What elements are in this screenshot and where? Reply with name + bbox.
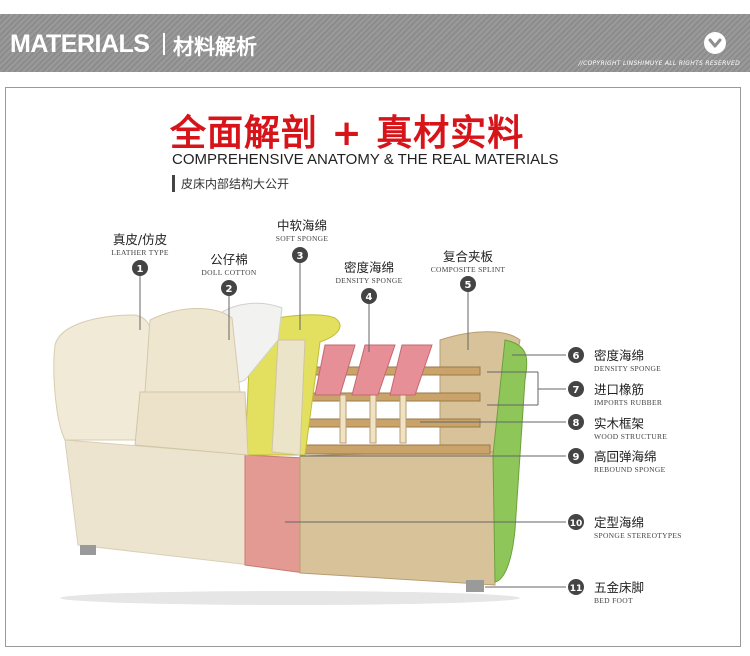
main-title: 全面解剖 + 真材实料 xyxy=(170,113,525,154)
chevron-down-icon[interactable] xyxy=(704,32,726,54)
callout-marker-8 xyxy=(568,414,584,430)
part-label-density-sponge: 密度海绵 DENSITY SPONGE xyxy=(335,260,403,285)
callout-number: 10 xyxy=(570,519,583,529)
callout-marker-6 xyxy=(568,347,584,363)
chinese-subtitle: 皮床内部结构大公开 xyxy=(172,175,289,192)
callout-number: 3 xyxy=(297,251,304,262)
header-copyright: //COPYRIGHT LINSHIMUYE ALL RIGHTS RESERV… xyxy=(578,60,740,67)
callout-number: 11 xyxy=(570,584,583,594)
content-frame xyxy=(5,87,741,647)
header-title: MATERIALS xyxy=(10,30,150,58)
part-label-bed-foot: 五金床脚 BED FOOT xyxy=(594,580,645,605)
header-divider xyxy=(163,33,165,55)
header-subtitle: 材料解析 xyxy=(173,34,257,59)
callout-number: 2 xyxy=(226,284,233,295)
callout-marker-5 xyxy=(460,276,476,292)
callout-number: 1 xyxy=(137,264,144,275)
part-label-composite-splint: 复合夹板 COMPOSITE SPLINT xyxy=(430,249,506,274)
callout-number: 9 xyxy=(573,452,580,463)
part-label-imports-rubber: 进口橡筋 IMPORTS RUBBER xyxy=(594,382,663,407)
callout-number: 6 xyxy=(573,351,580,362)
callout-marker-7 xyxy=(568,381,584,397)
callout-marker-9 xyxy=(568,448,584,464)
part-label-density-sponge-right: 密度海绵 DENSITY SPONGE xyxy=(594,348,662,373)
callout-marker-11 xyxy=(568,579,584,595)
header-bar: MATERIALS 材料解析 //COPYRIGHT LINSHIMUYE AL… xyxy=(0,14,750,72)
callout-marker-2 xyxy=(221,280,237,296)
callout-number: 8 xyxy=(573,418,580,429)
callout-markers xyxy=(132,247,584,595)
callout-number: 7 xyxy=(573,385,580,396)
callout-number: 5 xyxy=(465,280,472,291)
callout-marker-3 xyxy=(292,247,308,263)
callout-marker-4 xyxy=(361,288,377,304)
callout-marker-10 xyxy=(568,514,584,530)
callout-number: 4 xyxy=(366,292,373,303)
part-label-rebound-sponge: 高回弹海绵 REBOUND SPONGE xyxy=(594,449,666,474)
part-label-leather: 真皮/仿皮 LEATHER TYPE xyxy=(111,232,169,257)
part-label-soft-sponge: 中软海绵 SOFT SPONGE xyxy=(275,218,329,243)
part-label-wood-structure: 实木框架 WOOD STRUCTURE xyxy=(594,416,668,441)
english-subtitle: COMPREHENSIVE ANATOMY & THE REAL MATERIA… xyxy=(172,151,559,168)
part-label-sponge-stereotypes: 定型海绵 SPONGE STEREOTYPES xyxy=(594,515,682,540)
callout-marker-1 xyxy=(132,260,148,276)
part-label-doll-cotton: 公仔棉 DOLL COTTON xyxy=(201,252,257,277)
